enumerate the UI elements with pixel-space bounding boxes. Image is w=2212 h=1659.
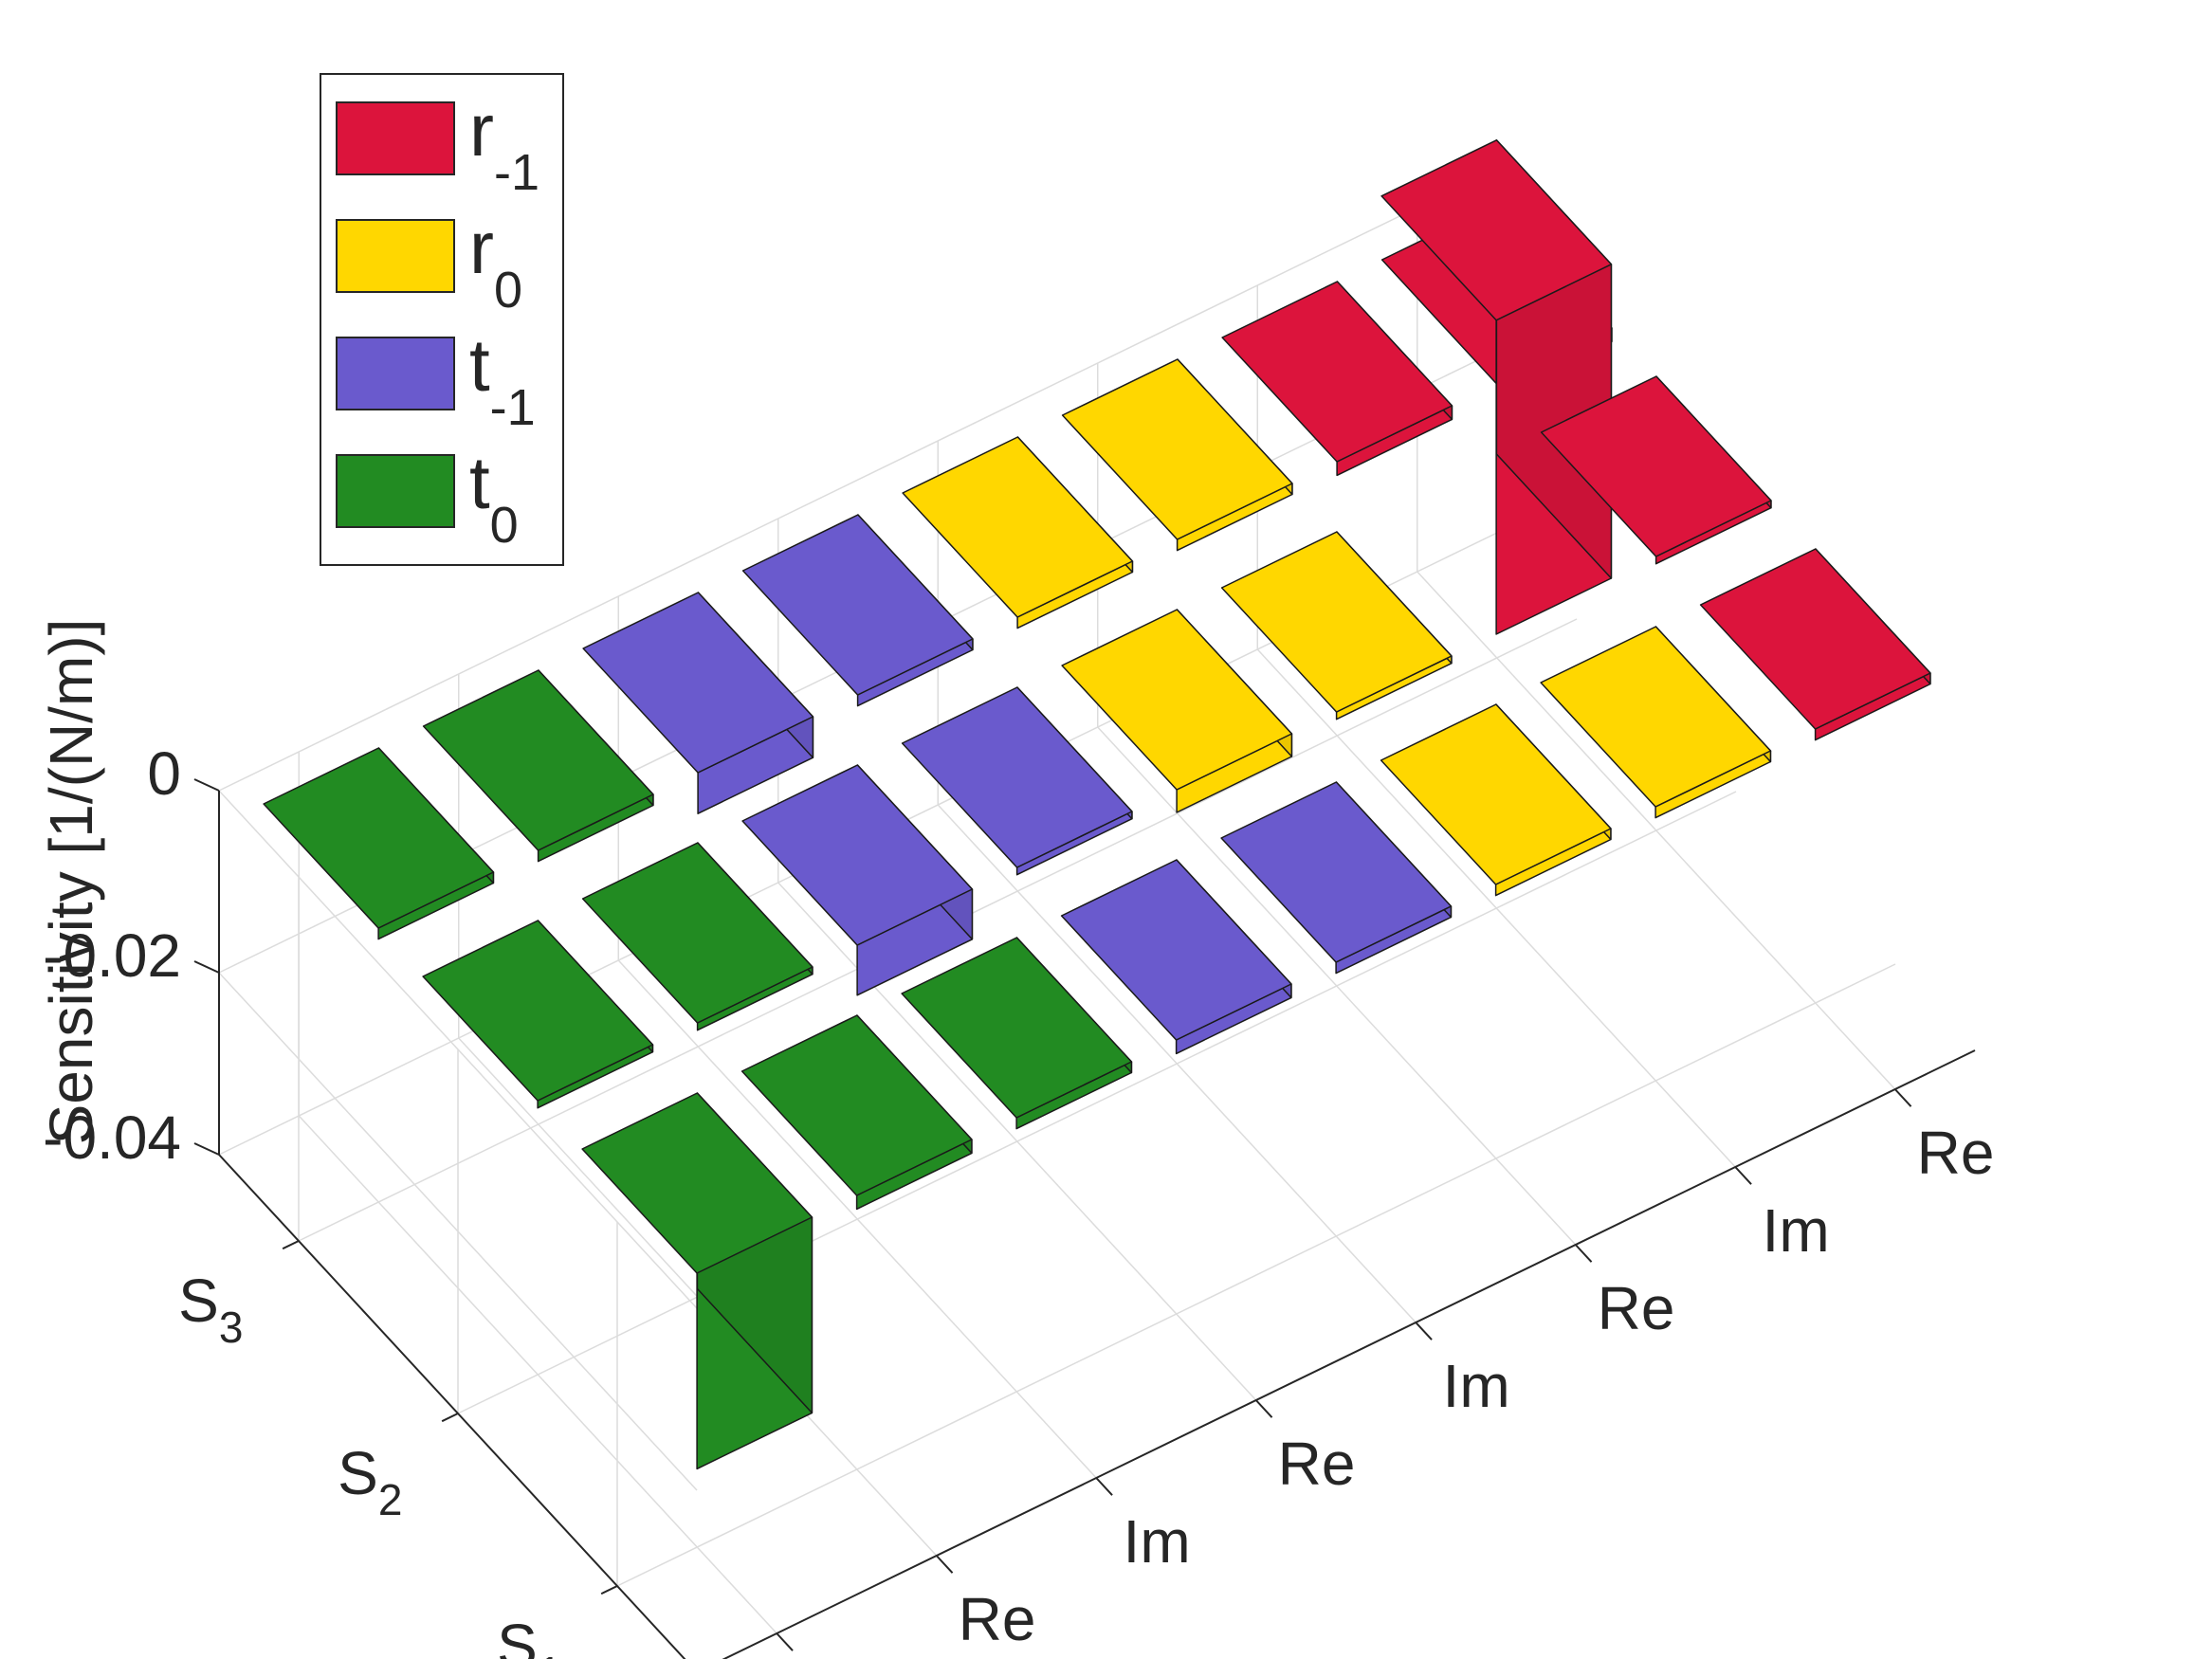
- z-tick: [193, 778, 220, 792]
- x-tick-label: Im: [1443, 1352, 1510, 1420]
- legend-label: t-1: [469, 323, 536, 436]
- y-tick: [441, 1413, 459, 1423]
- bar-r0: [1540, 626, 1772, 819]
- x-tick-label: Re: [1278, 1430, 1356, 1498]
- z-tick-label: -0.02: [43, 921, 181, 990]
- bar-top-face: [1220, 781, 1453, 963]
- bar-t-1: [1060, 859, 1292, 1055]
- bar-t0: [581, 1092, 814, 1470]
- bar-top-face: [263, 747, 495, 929]
- z-tick-label: 0: [147, 739, 181, 808]
- axes-layer: [193, 778, 1976, 1659]
- bar-r0: [1061, 609, 1293, 813]
- bar-top-face: [1540, 375, 1772, 557]
- bar-top-face: [422, 920, 654, 1102]
- x-tick-label: Re: [1598, 1274, 1675, 1342]
- x-axis-line: [722, 1049, 1976, 1659]
- bar-top-face: [741, 764, 974, 946]
- bar-top-face: [740, 1014, 973, 1196]
- x-tick: [936, 1555, 954, 1574]
- x-tick: [776, 1632, 794, 1651]
- legend-swatch: [336, 337, 455, 410]
- bar-top-face: [1061, 358, 1293, 540]
- z-tick-label: -0.04: [43, 1103, 181, 1172]
- x-tick-label: Re: [959, 1585, 1036, 1653]
- x-tick: [1255, 1399, 1273, 1418]
- y-tick-label: S3: [178, 1267, 243, 1352]
- bar-top-face: [581, 1092, 814, 1274]
- legend-label: r-1: [469, 88, 539, 201]
- bar-r0: [902, 436, 1134, 629]
- bar-t-1: [901, 686, 1133, 876]
- floor-grid-y: [616, 963, 1896, 1587]
- bar-t0: [422, 669, 654, 863]
- bar-top-face: [1699, 548, 1931, 730]
- bar-top-face: [902, 436, 1134, 618]
- x-tick: [1734, 1166, 1752, 1185]
- bar-t-1: [582, 592, 814, 814]
- left-wall-grid-z: [218, 790, 698, 1309]
- left-wall-grid-z: [218, 972, 698, 1491]
- bar-top-face: [1380, 139, 1613, 321]
- bar-t0: [901, 937, 1133, 1130]
- bar-r-1: [1699, 548, 1931, 741]
- x-tick-label: Re: [1917, 1119, 1995, 1187]
- bar-t0: [422, 920, 654, 1109]
- y-tick-label: S2: [338, 1439, 402, 1524]
- bar-top-face: [581, 842, 814, 1024]
- legend-swatch: [336, 219, 455, 293]
- y-tick: [600, 1585, 618, 1595]
- bar-r-1: [1540, 375, 1772, 565]
- z-tick: [193, 960, 220, 974]
- legend-label: r0: [469, 206, 522, 319]
- bar-top-face: [1540, 626, 1772, 808]
- bar-top-face: [741, 514, 974, 696]
- z-axis-label: Sensitivity [1/(N/m)]: [37, 619, 105, 1145]
- bars-layer: [263, 139, 1931, 1470]
- x-tick: [1575, 1244, 1593, 1263]
- labels-layer: ImReImReImReImReS1S2S30-0.02-0.04: [43, 739, 1994, 1659]
- bar-top-face: [582, 592, 814, 774]
- bar-r-1: [1221, 281, 1453, 477]
- x-tick-label: Im: [1763, 1196, 1830, 1265]
- x-tick: [1415, 1322, 1433, 1340]
- bar-t0: [581, 842, 814, 1031]
- bar-top-face: [901, 686, 1133, 868]
- floor-grid-y: [457, 791, 1737, 1414]
- bar-top-face: [422, 669, 654, 851]
- x-tick: [1894, 1088, 1912, 1107]
- bar-t-1: [741, 514, 974, 707]
- z-tick: [193, 1142, 220, 1156]
- legend-swatch: [336, 454, 455, 528]
- bar-r0: [1061, 358, 1293, 552]
- x-tick: [1095, 1477, 1113, 1496]
- bar-r0: [1380, 703, 1612, 897]
- bar-r0: [1220, 531, 1453, 720]
- legend-label: t0: [469, 441, 519, 554]
- bar-top-face: [1221, 281, 1453, 463]
- bar-t-1: [741, 764, 974, 996]
- bar-t-1: [1220, 781, 1453, 975]
- bar-top-face: [1061, 609, 1293, 791]
- bar-t0: [740, 1014, 973, 1211]
- y-tick: [282, 1240, 300, 1250]
- bar-top-face: [1220, 531, 1453, 713]
- back-wall-grid-z: [218, 168, 1498, 792]
- bar-top-face: [901, 937, 1133, 1119]
- bar-top-face: [1060, 859, 1292, 1041]
- bar-top-face: [1380, 703, 1612, 885]
- x-tick-label: Im: [1124, 1507, 1191, 1576]
- bar-t0: [263, 747, 495, 940]
- legend-swatch: [336, 101, 455, 175]
- y-tick-label: S1: [497, 1612, 561, 1659]
